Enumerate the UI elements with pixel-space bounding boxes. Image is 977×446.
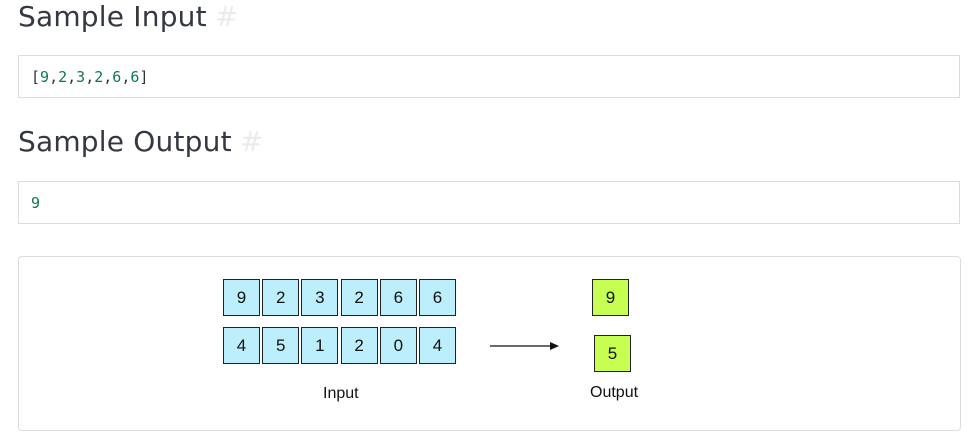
sample-output-title: Sample Output (18, 125, 232, 158)
input-cell: 2 (340, 327, 378, 364)
code-punctuation: [ (31, 68, 41, 86)
code-number: 3 (76, 68, 86, 86)
sample-input-code-block: [9,2,3,2,6,6] (18, 55, 960, 98)
code-number: 9 (40, 68, 50, 86)
code-punctuation: , (67, 68, 77, 86)
output-cell: 5 (594, 335, 631, 372)
sample-input-code: [9,2,3,2,6,6] (31, 67, 148, 87)
input-cell: 2 (262, 279, 300, 316)
code-number: 2 (94, 68, 104, 86)
input-cell: 5 (262, 327, 300, 364)
input-cell: 3 (301, 279, 339, 316)
code-punctuation: , (85, 68, 95, 86)
sample-input-anchor-link[interactable]: # (214, 0, 239, 33)
input-cell: 1 (301, 327, 339, 364)
code-number: 6 (130, 68, 140, 86)
output-caption: Output (590, 384, 639, 401)
input-cell: 4 (419, 327, 456, 364)
code-punctuation: , (103, 68, 113, 86)
input-cell: 6 (379, 279, 417, 316)
input-cell: 0 (379, 327, 417, 364)
sample-output-code: 9 (31, 193, 40, 213)
code-number: 2 (58, 68, 68, 86)
code-punctuation: , (121, 68, 131, 86)
output-cell: 9 (592, 279, 629, 316)
code-punctuation: , (49, 68, 59, 86)
sample-input-title: Sample Input (18, 0, 207, 33)
input-cell: 2 (340, 279, 378, 316)
input-cell: 9 (223, 279, 260, 316)
input-cell: 6 (419, 279, 456, 316)
code-number: 9 (31, 194, 41, 212)
input-cell: 4 (223, 327, 260, 364)
sample-output-heading: Sample Output# (18, 125, 263, 159)
code-punctuation: ] (139, 68, 149, 86)
sample-output-code-block: 9 (18, 181, 960, 224)
code-number: 6 (112, 68, 122, 86)
arrow-icon (490, 342, 559, 350)
input-caption: Input (323, 385, 359, 402)
sample-output-anchor-link[interactable]: # (239, 125, 264, 158)
sample-input-heading: Sample Input# (18, 0, 238, 34)
